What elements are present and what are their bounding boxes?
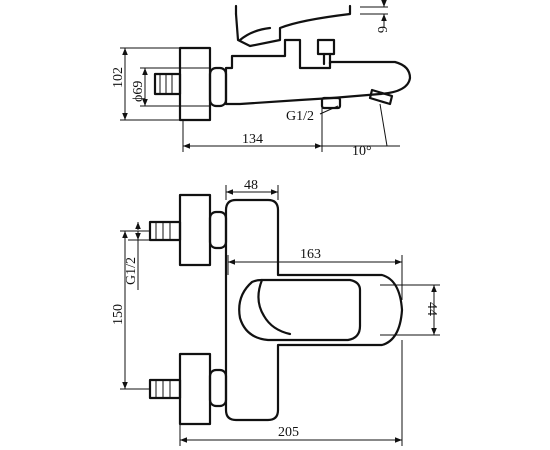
dim-angle-label: 10° [352,144,372,159]
dim-length-label: 134 [242,132,263,147]
dim-diameter-label: ϕ69 [131,81,146,102]
wall-connector-block [178,46,212,122]
lever-handle-side [234,4,352,48]
diverter-knob [316,38,336,56]
mixer-body-side [224,38,412,106]
dim-overall-width-label: 205 [278,425,299,440]
dim-height-label: 102 [111,67,126,88]
lower-inlet-stub [148,378,182,400]
aerator [368,88,394,106]
hose-outlet [320,96,342,110]
front-thread-label: G1/2 [124,257,139,285]
upper-inlet-stub [148,220,182,242]
upper-connector-block [178,193,212,267]
mixer-body-front [224,198,404,422]
side-view: 6 102 ϕ69 G1/2 134 10° [111,0,412,159]
lower-connector-block [178,352,212,426]
inlet-stub [153,72,182,96]
dim-center-distance-label: 150 [111,304,126,325]
connector-nut [208,66,228,108]
dim-body-width-label: 48 [244,178,258,193]
dim-small-label: 6 [374,26,389,33]
lower-connector-nut [208,368,228,408]
front-view: 48 163 44 G1/2 150 205 [111,178,440,446]
top-thread-label: G1/2 [286,109,314,124]
lever-handle-front [238,278,362,342]
dim-handle-height-label: 44 [424,302,439,316]
upper-connector-nut [208,210,228,250]
dim-spout-length-label: 163 [300,247,321,262]
